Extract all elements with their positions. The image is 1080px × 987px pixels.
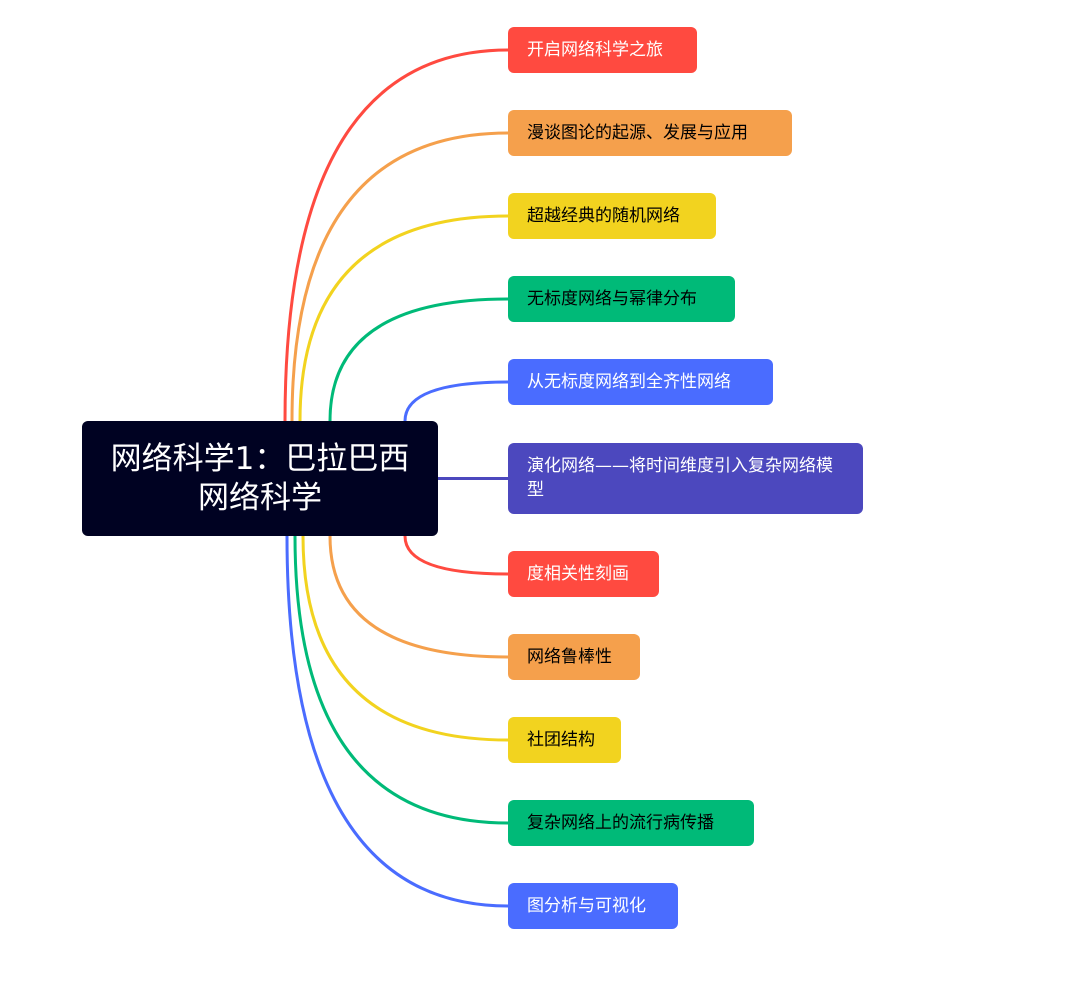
connector-line	[328, 535, 509, 659]
topic-label: 度相关性刻画	[527, 564, 629, 584]
topic-node[interactable]: 无标度网络与幂律分布	[508, 276, 735, 322]
topic-label: 复杂网络上的流行病传播	[527, 813, 714, 833]
root-topic-label: 网络科学1：巴拉巴西网络科学	[110, 440, 410, 516]
topic-node[interactable]: 漫谈图论的起源、发展与应用	[508, 110, 792, 156]
connector-line	[283, 48, 509, 422]
connector-line	[301, 535, 509, 742]
connector-line	[293, 535, 509, 825]
topic-label: 开启网络科学之旅	[527, 40, 663, 60]
topic-node[interactable]: 复杂网络上的流行病传播	[508, 800, 754, 846]
topic-label: 超越经典的随机网络	[527, 206, 680, 226]
connector-line	[403, 535, 509, 576]
topic-label: 无标度网络与幂律分布	[527, 289, 697, 309]
connector-line	[290, 131, 509, 422]
connector-line	[298, 214, 509, 422]
topic-node[interactable]: 网络鲁棒性	[508, 634, 640, 680]
topic-node[interactable]: 图分析与可视化	[508, 883, 678, 929]
topic-node[interactable]: 超越经典的随机网络	[508, 193, 716, 239]
topic-node[interactable]: 从无标度网络到全齐性网络	[508, 359, 773, 405]
topic-label: 网络鲁棒性	[527, 647, 612, 667]
connector-line	[403, 380, 509, 422]
root-topic[interactable]: 网络科学1：巴拉巴西网络科学	[82, 421, 438, 536]
topic-node[interactable]: 度相关性刻画	[508, 551, 659, 597]
topic-label: 演化网络——将时间维度引入复杂网络模型	[527, 456, 833, 500]
topic-node[interactable]: 演化网络——将时间维度引入复杂网络模型	[508, 443, 863, 514]
topic-label: 社团结构	[527, 730, 595, 750]
topic-node[interactable]: 开启网络科学之旅	[508, 27, 697, 73]
topic-label: 漫谈图论的起源、发展与应用	[527, 123, 748, 143]
topic-label: 图分析与可视化	[527, 896, 646, 916]
connector-line	[285, 535, 509, 908]
topic-node[interactable]: 社团结构	[508, 717, 621, 763]
topic-label: 从无标度网络到全齐性网络	[527, 372, 731, 392]
connector-line	[328, 297, 509, 422]
